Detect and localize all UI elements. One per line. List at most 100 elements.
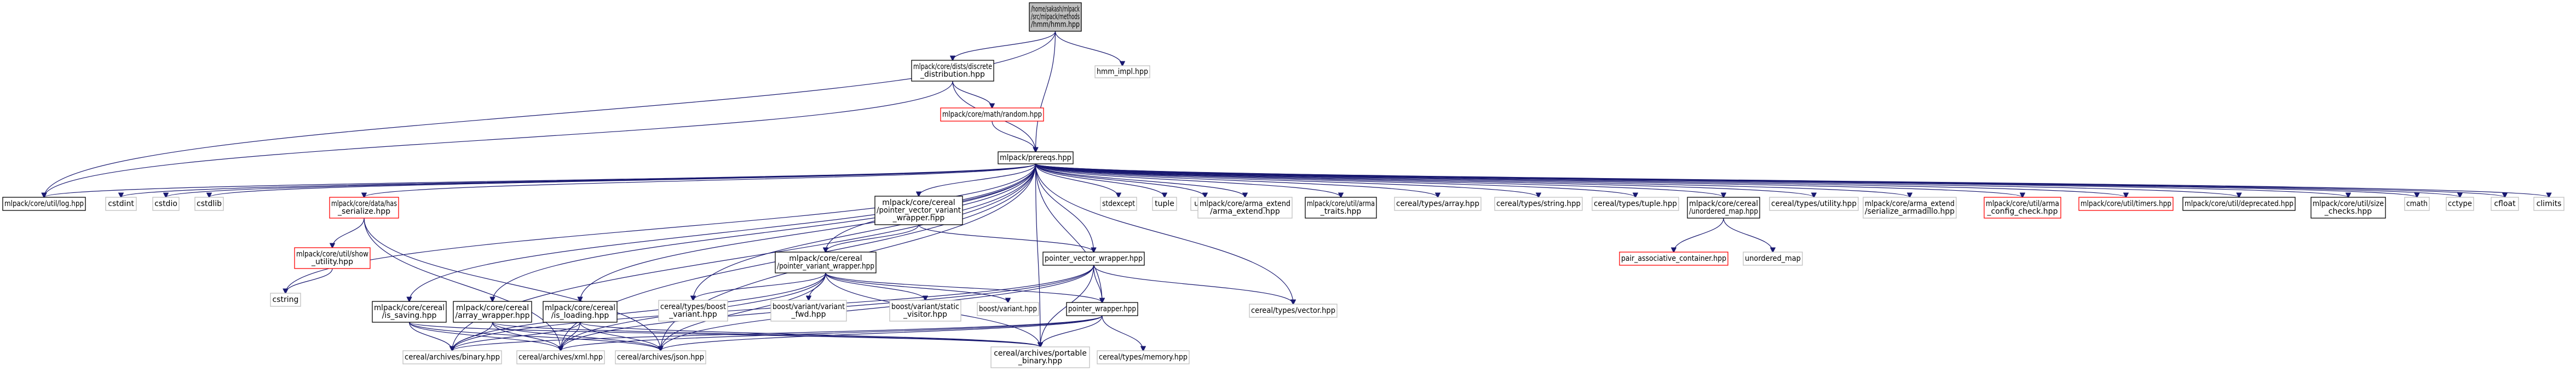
- node-string_hpp[interactable]: cereal/types/string.hpp: [1494, 197, 1583, 211]
- node-serialize_armadillo[interactable]: mlpack/core/arma_extend/serialize_armadi…: [1863, 197, 1957, 219]
- edge-prereqs-to-cstdio: [166, 163, 1036, 197]
- edge-pv_wrapper-to-boost_variant: [825, 272, 1008, 302]
- edge-prereqs-to-tuple_hpp: [1035, 163, 1636, 197]
- edge-prereqs-to-utility: [1035, 163, 1206, 197]
- edge-is_loading-to-portable_binary: [579, 322, 1041, 347]
- node-has_serialize[interactable]: mlpack/core/data/has_serialize.hpp: [329, 197, 399, 219]
- edge-prereqs-to-array_hpp: [1035, 163, 1438, 197]
- node-cstdint[interactable]: cstdint: [105, 197, 137, 211]
- node-stdexcept-box: [1100, 197, 1137, 211]
- node-static_visitor[interactable]: boost/variant/static_visitor.hpp: [889, 300, 961, 322]
- node-is_saving[interactable]: mlpack/core/cereal/is_saving.hpp: [372, 301, 447, 323]
- node-boost_variant-box: [977, 302, 1039, 316]
- node-size_checks-label: _checks.hpp: [2324, 207, 2372, 216]
- node-arma_extend-box: [1197, 197, 1293, 219]
- node-unordered_map-box: [1743, 252, 1803, 266]
- node-variant_fwd-label: boost/variant/variant: [773, 302, 845, 311]
- node-show_utility-label: mlpack/core/util/show: [296, 250, 368, 259]
- node-climits-box: [2533, 197, 2565, 211]
- node-cstdlib[interactable]: cstdlib: [194, 197, 224, 211]
- node-cstdio-label: cstdio: [154, 199, 177, 208]
- edge-prereqs-to-tuple: [1035, 163, 1165, 197]
- edge-array_wrapper-to-portable_binary: [492, 322, 1041, 347]
- node-unordered_map_w-label: /unordered_map.hpp: [1689, 207, 1758, 216]
- node-deprecated[interactable]: mlpack/core/util/deprecated.hpp: [2182, 197, 2296, 211]
- node-cstdint-label: cstdint: [108, 199, 134, 208]
- node-pair_assoc[interactable]: pair_associative_container.hpp: [1619, 252, 1728, 266]
- node-variant_fwd-label: _fwd.hpp: [791, 310, 826, 319]
- node-pair_assoc-label: pair_associative_container.hpp: [1621, 254, 1726, 263]
- edge-is_saving-to-json: [408, 322, 661, 351]
- node-arma_config_check-box: [1984, 197, 2061, 219]
- node-json[interactable]: cereal/archives/json.hpp: [615, 350, 706, 364]
- node-has_serialize-label: mlpack/core/data/has: [331, 199, 397, 208]
- node-arma_extend[interactable]: mlpack/core/arma_extend/arma_extend.hpp: [1197, 197, 1293, 219]
- node-array_hpp-box: [1394, 197, 1482, 211]
- node-utility_hpp-label: cereal/types/utility.hpp: [1771, 199, 1857, 208]
- node-utility_hpp[interactable]: cereal/types/utility.hpp: [1769, 197, 1859, 211]
- edge-pointer_wrapper-to-json: [661, 315, 1103, 351]
- node-pvv_wrapper[interactable]: mlpack/core/cereal/pointer_vector_varian…: [874, 196, 963, 225]
- node-pv_wrapper[interactable]: mlpack/core/cereal/pointer_variant_wrapp…: [775, 252, 877, 273]
- node-boost_variant[interactable]: boost/variant.hpp: [977, 302, 1039, 316]
- edge-prereqs-to-unordered_map_w: [1035, 163, 1724, 197]
- edge-is_loading-to-xml: [561, 322, 581, 351]
- edge-is_saving-to-binary: [408, 322, 453, 351]
- node-pointer_wrapper[interactable]: pointer_wrapper.hpp: [1066, 302, 1138, 316]
- edge-prereqs-to-portable_binary: [1035, 163, 1041, 347]
- node-arma_traits-box: [1305, 197, 1377, 219]
- node-cstring-box: [270, 293, 301, 307]
- node-tuple_hpp-label: cereal/types/tuple.hpp: [1594, 199, 1677, 208]
- node-memory_hpp-label: cereal/types/memory.hpp: [1099, 353, 1188, 362]
- node-pointer_vector_wrapper-box: [1042, 252, 1145, 266]
- node-prereqs[interactable]: mlpack/prereqs.hpp: [998, 151, 1074, 164]
- node-size_checks[interactable]: mlpack/core/util/size_checks.hpp: [2310, 197, 2386, 219]
- node-cfloat[interactable]: cfloat: [2491, 197, 2519, 211]
- node-pointer_vector_wrapper[interactable]: pointer_vector_wrapper.hpp: [1042, 252, 1145, 266]
- node-is_loading[interactable]: mlpack/core/cereal/is_loading.hpp: [543, 301, 618, 323]
- node-pointer_wrapper-label: pointer_wrapper.hpp: [1068, 305, 1136, 313]
- node-show_utility[interactable]: mlpack/core/util/show_utility.hpp: [294, 247, 371, 269]
- node-xml[interactable]: cereal/archives/xml.hpp: [516, 350, 605, 364]
- node-unordered_map_w[interactable]: mlpack/core/cereal/unordered_map.hpp: [1687, 197, 1760, 219]
- node-is_loading-label: mlpack/core/cereal: [545, 304, 615, 312]
- node-hmm_impl[interactable]: hmm_impl.hpp: [1094, 65, 1150, 78]
- edge-prereqs-to-arma_config_check: [1035, 163, 2023, 197]
- node-binary[interactable]: cereal/archives/binary.hpp: [402, 350, 502, 364]
- node-array_hpp-label: cereal/types/array.hpp: [1396, 199, 1479, 208]
- node-variant_fwd[interactable]: boost/variant/variant_fwd.hpp: [770, 300, 847, 322]
- node-log[interactable]: mlpack/core/util/log.hpp: [2, 197, 86, 211]
- node-arma_extend-label: mlpack/core/arma_extend: [1200, 199, 1290, 208]
- node-memory_hpp[interactable]: cereal/types/memory.hpp: [1097, 350, 1190, 364]
- node-boost_variant_cereal[interactable]: cereal/types/boost_variant.hpp: [658, 300, 728, 322]
- node-random[interactable]: mlpack/core/math/random.hpp: [940, 107, 1044, 122]
- edge-discrete-to-log: [44, 81, 953, 197]
- node-hmm_impl-label: hmm_impl.hpp: [1097, 67, 1148, 76]
- node-arma_traits[interactable]: mlpack/core/util/arma_traits.hpp: [1305, 197, 1377, 219]
- node-binary-label: cereal/archives/binary.hpp: [405, 353, 500, 362]
- node-tuple[interactable]: tuple: [1152, 197, 1177, 211]
- node-tuple_hpp[interactable]: cereal/types/tuple.hpp: [1592, 197, 1679, 211]
- node-cstdio[interactable]: cstdio: [152, 197, 180, 211]
- node-vector_hpp[interactable]: cereal/types/vector.hpp: [1249, 304, 1338, 318]
- node-boost_variant-label: boost/variant.hpp: [979, 305, 1037, 313]
- node-arma_traits-label: mlpack/core/util/arma: [1307, 199, 1375, 208]
- node-discrete[interactable]: mlpack/core/dists/discrete_distribution.…: [911, 60, 994, 82]
- node-climits[interactable]: climits: [2533, 197, 2565, 211]
- node-array_wrapper[interactable]: mlpack/core/cereal/array_wrapper.hpp: [453, 301, 532, 323]
- edge-prereqs-to-array_wrapper: [493, 163, 1036, 301]
- node-timers[interactable]: mlpack/core/util/timers.hpp: [2078, 197, 2174, 211]
- node-cstring[interactable]: cstring: [270, 293, 301, 307]
- edge-random-to-prereqs: [992, 121, 1036, 152]
- node-binary-box: [402, 350, 502, 364]
- node-portable_binary[interactable]: cereal/archives/portable_binary.hpp: [990, 346, 1090, 368]
- node-cctype[interactable]: cctype: [2446, 197, 2474, 211]
- node-cmath[interactable]: cmath: [2404, 197, 2430, 211]
- node-arma_config_check[interactable]: mlpack/core/util/arma_config_check.hpp: [1984, 197, 2061, 219]
- node-array_hpp[interactable]: cereal/types/array.hpp: [1394, 197, 1482, 211]
- node-unordered_map[interactable]: unordered_map: [1743, 252, 1803, 266]
- edge-is_saving-to-xml: [408, 322, 561, 351]
- node-stdexcept[interactable]: stdexcept: [1100, 197, 1137, 211]
